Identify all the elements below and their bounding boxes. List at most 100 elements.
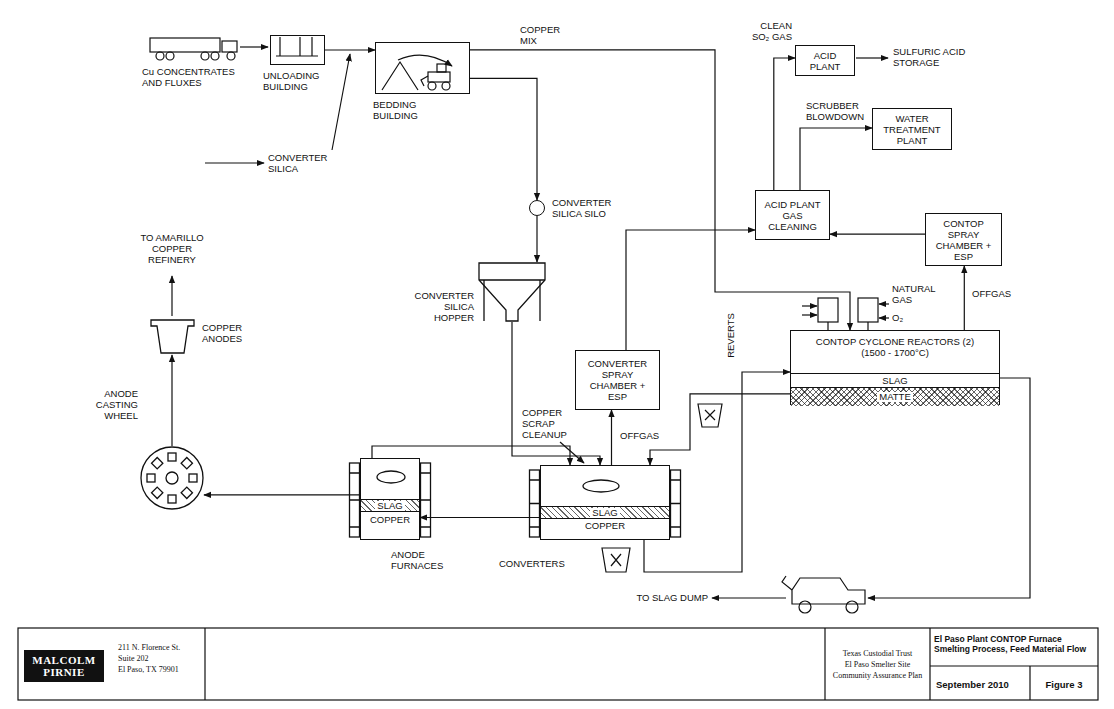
flow-label: 211 N. Florence St. xyxy=(118,642,203,653)
node-label: CONVERTERS xyxy=(499,558,579,569)
process-box: WATER TREATMENT PLANT xyxy=(872,108,952,150)
flow-label: OFFGAS xyxy=(620,430,665,441)
node-heading: ANODE CASTING WHEEL xyxy=(88,388,138,421)
flow-label: CONVERTER SILICA xyxy=(268,152,330,174)
flow-arrow xyxy=(372,446,570,465)
front-loader xyxy=(421,64,450,90)
burner xyxy=(818,298,878,330)
node-heading: UNLOADING BUILDING xyxy=(263,70,333,92)
node-label: SLAG xyxy=(375,501,404,511)
silo-circle: CONVERTER SILICA SILO xyxy=(529,200,545,216)
node-label: COPPER ANODES xyxy=(202,322,257,344)
drawing-title: El Paso Plant CONTOP Furnace Smelting Pr… xyxy=(934,634,1096,654)
node-heading: COPPER ANODES xyxy=(202,322,257,344)
node-label: SLAG xyxy=(590,508,619,518)
copper-layer: COPPER xyxy=(541,518,669,533)
vessel-rail xyxy=(529,466,540,541)
slag-layer: SLAG xyxy=(541,506,669,518)
vessel-rail xyxy=(670,466,681,541)
node-label: COPPER xyxy=(583,521,627,531)
flow-label: Cu CONCENTRATES AND FLUXES xyxy=(142,66,252,88)
node-label: CONTOP SPRAY CHAMBER + ESP xyxy=(929,218,998,262)
flow-label: COPPER MIX xyxy=(520,24,565,46)
flow-arrow xyxy=(536,216,537,262)
flow-label: OFFGAS xyxy=(972,288,1017,299)
ladle xyxy=(602,548,630,572)
unloading-floor xyxy=(276,55,318,56)
silica-arrow xyxy=(332,54,350,150)
node-heading: CONVERTERS xyxy=(499,558,579,569)
node-label: SLAG xyxy=(880,376,909,386)
node-label: ANODE FURNACES xyxy=(391,549,461,571)
flow-label: O₂ xyxy=(892,312,912,323)
flow-arrow xyxy=(325,49,375,50)
hopper-outline xyxy=(478,262,546,322)
slag-layer: SLAG xyxy=(361,499,419,511)
wheel-molds xyxy=(140,446,204,510)
flow-label: COPPER SCRAP CLEANUP xyxy=(522,407,577,440)
anode-symbol: COPPER ANODES xyxy=(150,318,195,355)
ladle xyxy=(698,404,722,427)
flow-label: El Paso, TX 79901 xyxy=(118,664,203,675)
node-label: (1500 - 1700°C) xyxy=(791,347,999,358)
flow-label: Community Assurance Plan xyxy=(827,670,928,681)
gas-arrow xyxy=(802,305,817,306)
unloading-chutes xyxy=(280,37,312,56)
node-label: CONTOP CYCLONE REACTORS (2) xyxy=(791,336,999,347)
node-heading: ANODE FURNACES xyxy=(391,549,461,571)
node-label: CONVERTER SILICA HOPPER xyxy=(402,290,474,323)
slag-truck xyxy=(782,576,865,613)
node-label: ACID PLANT xyxy=(799,50,851,72)
vessel-rail xyxy=(349,459,360,541)
flow-label: SCRUBBER BLOWDOWN xyxy=(806,100,868,122)
flow-arrow xyxy=(512,322,600,465)
hopper-symbol: CONVERTER SILICA HOPPER xyxy=(478,262,546,322)
acid-arrow xyxy=(856,57,888,58)
flow-label: Suite 202 xyxy=(118,653,203,664)
gas-arrow xyxy=(879,303,889,304)
gas-arrow xyxy=(802,314,817,315)
node-heading: CONVERTER SILICA SILO xyxy=(552,197,612,219)
process-box: CONVERTER SPRAY CHAMBER + ESP xyxy=(575,350,660,410)
slag-layer: SLAG xyxy=(791,373,999,387)
node-label: COPPER xyxy=(368,515,412,525)
flow-label: SULFURIC ACID STORAGE xyxy=(893,46,973,68)
flow-label: Texas Custodial Trust xyxy=(827,648,928,659)
flow-label: TO SLAG DUMP xyxy=(630,592,708,603)
refinery-arrow xyxy=(171,276,172,316)
flow-label: El Paso Smelter Site xyxy=(827,659,928,670)
casting-wheel: ANODE CASTING WHEEL xyxy=(140,446,204,510)
flow-arrow xyxy=(644,372,790,572)
flow-arrow xyxy=(171,355,172,446)
process-box: ACID PLANT GAS CLEANING xyxy=(755,190,830,240)
flow-arrow xyxy=(611,410,612,465)
title-block xyxy=(18,628,1098,700)
flow-arrow xyxy=(964,266,965,330)
flow-label: CLEAN SO₂ GAS xyxy=(746,20,792,42)
node-label: ACID PLANT GAS CLEANING xyxy=(759,199,826,232)
slag-arrow xyxy=(712,597,786,598)
flow-arrow xyxy=(774,58,795,190)
flow-arrow xyxy=(420,517,540,518)
flow-label: Figure 3 xyxy=(1032,679,1096,690)
reactor-box: CONTOP CYCLONE REACTORS (2)(1500 - 1700°… xyxy=(790,330,1000,405)
scrap-arrow xyxy=(560,442,584,463)
flow-arrow xyxy=(800,128,872,190)
converter-vessel: CONVERTERSSLAGCOPPER xyxy=(540,465,670,540)
process-box: ACID PLANT xyxy=(795,45,855,76)
process-box: CONTOP SPRAY CHAMBER + ESP xyxy=(925,213,1002,266)
flow-label: REVERTS xyxy=(725,311,736,361)
feed-arrow xyxy=(240,46,268,47)
material-pile xyxy=(382,62,418,90)
reactor-heading: CONTOP CYCLONE REACTORS (2)(1500 - 1700°… xyxy=(791,336,999,358)
node-heading: BEDDING BUILDING xyxy=(373,99,453,121)
silica-arrow xyxy=(205,162,264,163)
flow-arrow xyxy=(650,394,790,465)
copper-layer: COPPER xyxy=(361,511,419,527)
node-label: MATTE xyxy=(877,392,913,402)
slag-line xyxy=(868,378,1030,598)
node-label: CONVERTER SILICA SILO xyxy=(552,197,612,219)
node-label: WATER TREATMENT PLANT xyxy=(876,113,948,146)
flow-arrow xyxy=(470,50,850,330)
